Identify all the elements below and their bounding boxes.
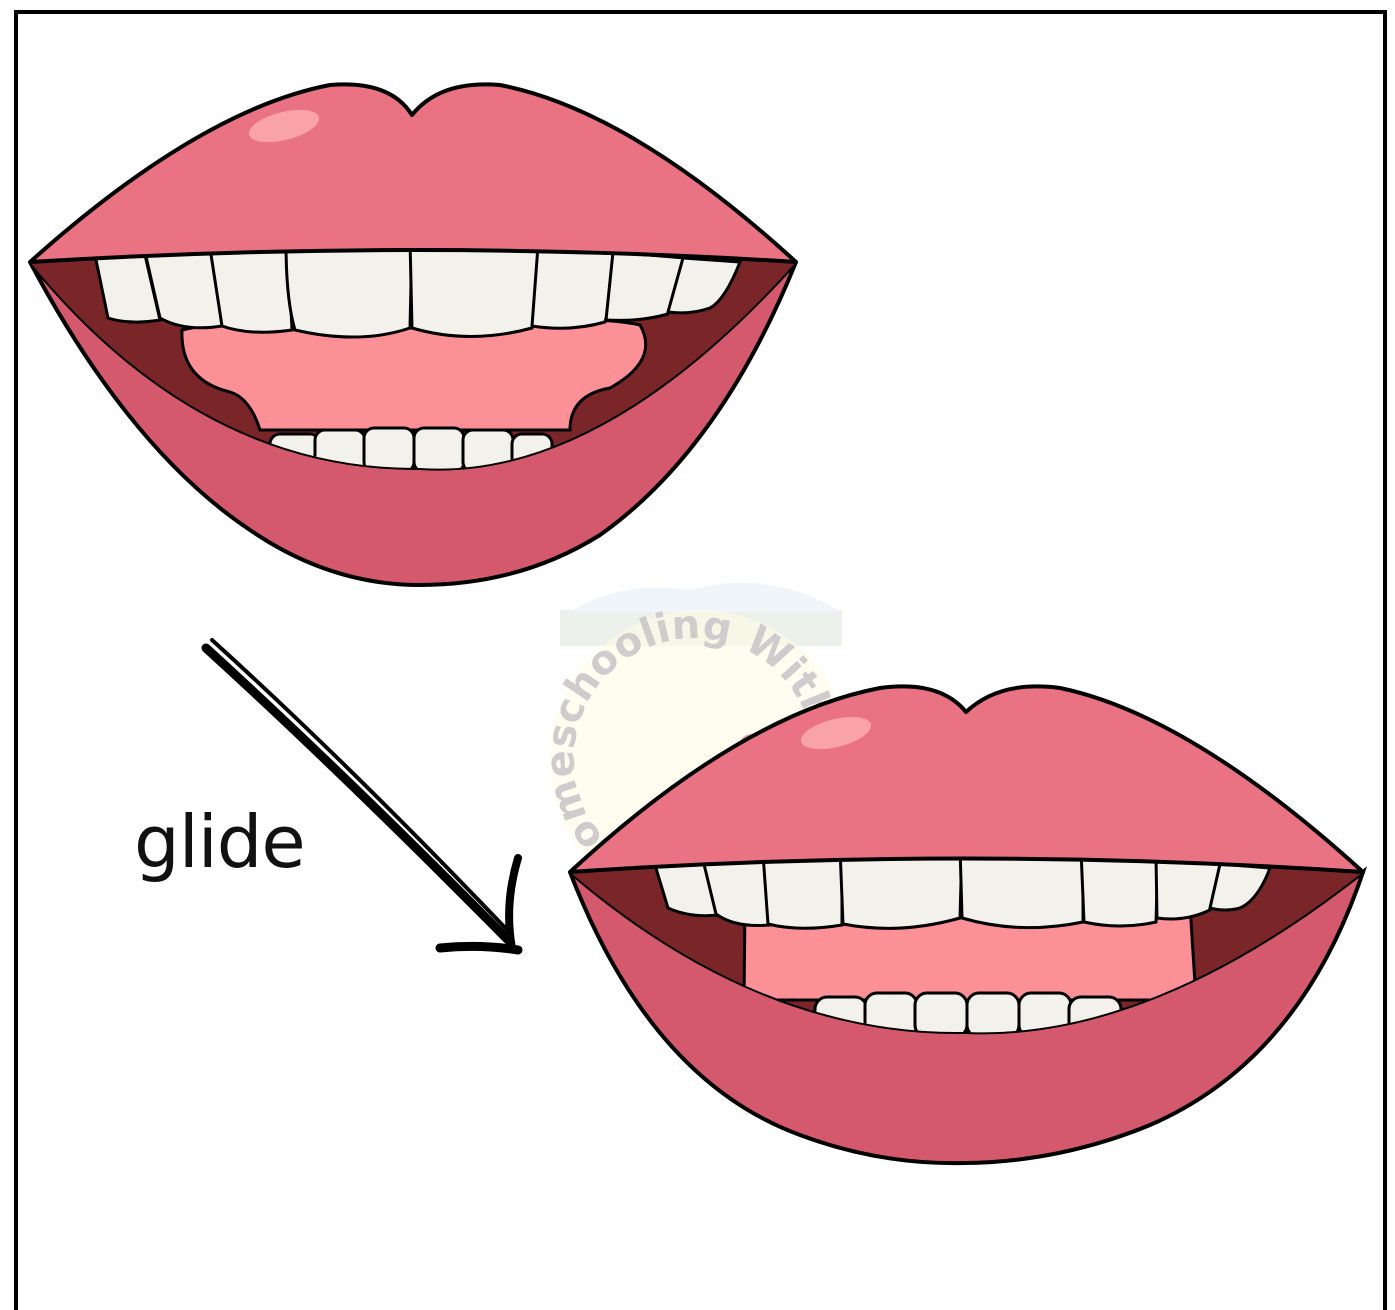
down-right-arrow-icon: [206, 640, 518, 950]
mouth-start-icon: [20, 84, 810, 585]
upper-lip: [30, 84, 796, 262]
glide-label: glide: [134, 806, 305, 878]
